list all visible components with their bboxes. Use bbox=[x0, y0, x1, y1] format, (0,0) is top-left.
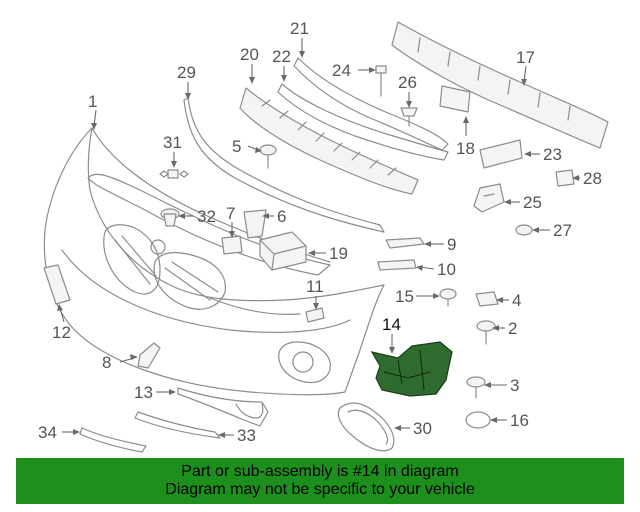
callout-14: 14 bbox=[382, 315, 401, 334]
clip-set-31 bbox=[159, 169, 189, 179]
callout-1: 1 bbox=[88, 92, 97, 111]
side-reflector bbox=[43, 264, 71, 305]
callout-17: 17 bbox=[516, 48, 535, 67]
callout-7: 7 bbox=[226, 204, 235, 223]
callout-10: 10 bbox=[437, 260, 456, 279]
callout-31: 31 bbox=[163, 133, 182, 152]
callout-28: 28 bbox=[583, 169, 602, 188]
callout-11: 11 bbox=[306, 277, 324, 296]
parts-diagram: 1 2 3 4 6 7 8 9 10 11 12 13 14 15 16 17 … bbox=[38, 19, 609, 453]
screw-2 bbox=[476, 320, 496, 345]
bracket-11 bbox=[305, 307, 325, 323]
callout-30: 30 bbox=[413, 419, 432, 438]
bracket-6 bbox=[243, 209, 267, 239]
trim-strip-upper bbox=[134, 411, 221, 439]
callout-6: 6 bbox=[277, 207, 286, 226]
callout-29: 29 bbox=[177, 63, 196, 82]
callout-4: 4 bbox=[512, 291, 521, 310]
callout-34: 34 bbox=[38, 423, 57, 442]
callout-8: 8 bbox=[102, 353, 111, 372]
info-banner: Part or sub-assembly is #14 in diagram D… bbox=[16, 458, 624, 504]
callout-26: 26 bbox=[398, 73, 417, 92]
mounting-strip bbox=[277, 83, 449, 161]
clip-26 bbox=[400, 107, 418, 127]
module-19 bbox=[259, 231, 307, 271]
bolt-24 bbox=[375, 65, 387, 97]
callout-33: 33 bbox=[237, 426, 256, 445]
cap-27 bbox=[515, 224, 533, 236]
callout-24: 24 bbox=[332, 61, 351, 80]
callout-2: 2 bbox=[508, 319, 517, 338]
callout-23: 23 bbox=[543, 145, 562, 164]
callout-22: 22 bbox=[272, 47, 291, 66]
callout-5: 5 bbox=[232, 137, 241, 156]
callout-27: 27 bbox=[553, 221, 572, 240]
trim-strip-lower bbox=[79, 427, 147, 453]
callout-19: 19 bbox=[329, 244, 348, 263]
bumper-reinforcement bbox=[391, 21, 609, 149]
bracket-23 bbox=[479, 139, 523, 169]
sensor-bracket bbox=[473, 183, 505, 213]
callout-9: 9 bbox=[447, 235, 456, 254]
grommet-32 bbox=[160, 208, 180, 227]
fog-lamp-cover bbox=[337, 402, 395, 452]
banner-line-1: Part or sub-assembly is #14 in diagram bbox=[181, 463, 459, 480]
top-trim-strip bbox=[293, 57, 449, 151]
callout-12: 12 bbox=[52, 323, 71, 342]
ring-16 bbox=[465, 411, 491, 429]
bracket-18 bbox=[439, 85, 471, 113]
banner-line-2: Diagram may not be specific to your vehi… bbox=[165, 481, 475, 498]
bracket-7 bbox=[221, 235, 243, 255]
callout-3: 3 bbox=[510, 376, 519, 395]
clip-28 bbox=[555, 169, 575, 187]
screw-5 bbox=[259, 144, 277, 169]
strip-9 bbox=[385, 237, 425, 249]
callout-25: 25 bbox=[523, 193, 542, 212]
highlighted-part-14[interactable] bbox=[370, 341, 453, 397]
callout-labels: 1 2 3 4 6 7 8 9 10 11 12 13 14 15 16 17 … bbox=[38, 19, 602, 445]
strip-10 bbox=[377, 259, 417, 271]
callout-18: 18 bbox=[456, 139, 475, 158]
callout-15: 15 bbox=[395, 287, 414, 306]
nut-clip-4 bbox=[475, 291, 499, 307]
grille-insert bbox=[177, 387, 269, 427]
energy-absorber bbox=[239, 87, 419, 195]
callout-21: 21 bbox=[290, 19, 309, 38]
screw-3 bbox=[466, 376, 486, 399]
callout-13: 13 bbox=[134, 383, 153, 402]
callout-20: 20 bbox=[240, 45, 259, 64]
lower-bracket bbox=[137, 342, 161, 369]
leader-lines bbox=[57, 38, 580, 438]
screw-15 bbox=[439, 288, 457, 307]
bumper-cover bbox=[43, 127, 385, 396]
upper-trim-strip bbox=[183, 97, 385, 233]
callout-32: 32 bbox=[197, 207, 216, 226]
callout-16: 16 bbox=[510, 411, 529, 430]
